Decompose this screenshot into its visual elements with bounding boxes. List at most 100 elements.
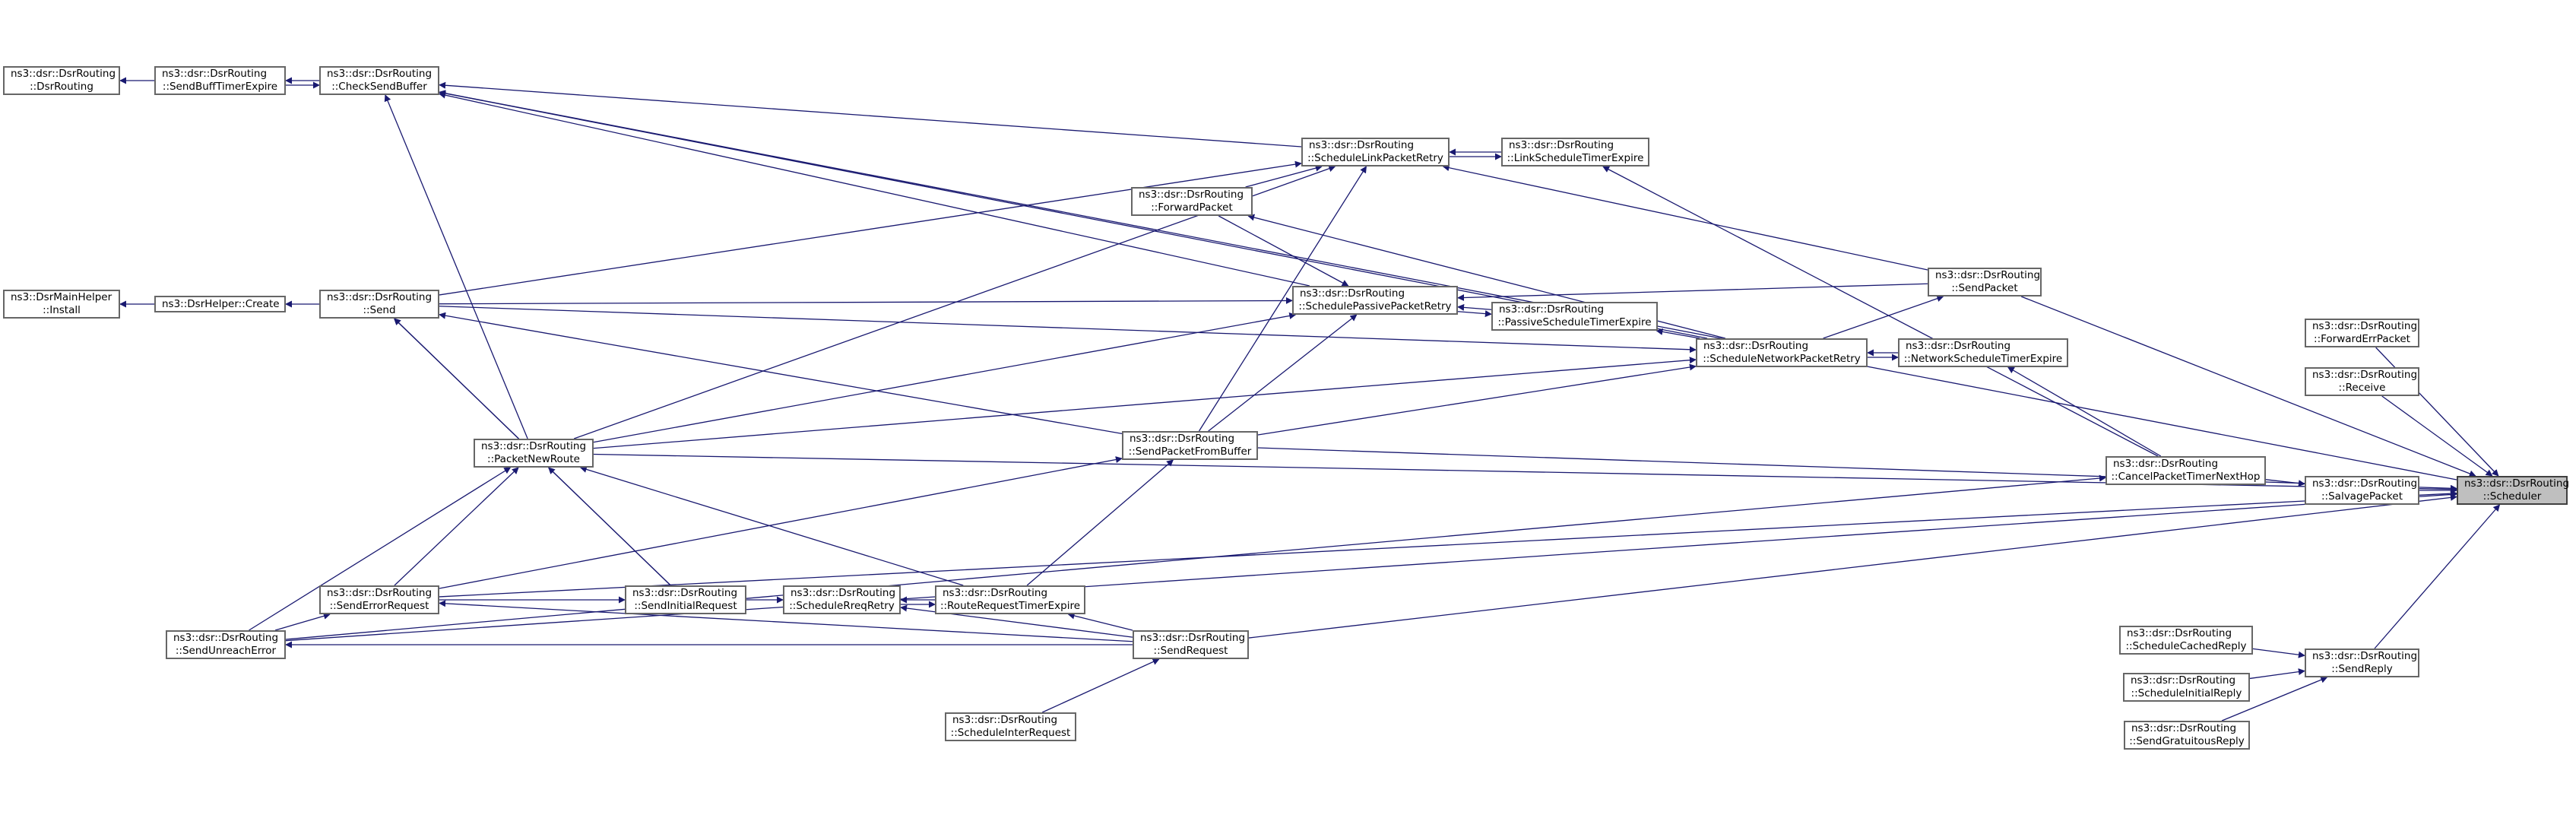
node-class-label: ns3::dsr::DsrRouting	[2312, 320, 2418, 332]
node-method-label: ::SendRequest	[1153, 645, 1228, 657]
node-class-label: ns3::dsr::DsrRouting	[1140, 632, 1246, 644]
node-forwarderrpacket[interactable]: ns3::dsr::DsrRouting ::ForwardErrPacket	[2305, 319, 2419, 347]
edge-schedulenetworkpacketretry-to-checksendbuffer	[439, 90, 1708, 339]
node-class-label: ns3::dsr::DsrRouting	[2312, 650, 2418, 662]
node-method-label: ::SalvagePacket	[2321, 490, 2403, 503]
node-method-label: ::ScheduleNetworkPacketRetry	[1703, 353, 1861, 365]
node-create[interactable]: ns3::DsrHelper::Create	[154, 296, 286, 312]
edge-senderrorrequest-to-scheduler	[439, 490, 2457, 598]
node-method-label: ::RouteRequestTimerExpire	[939, 600, 1081, 612]
node-class-label: ns3::dsr::DsrRouting	[2464, 477, 2570, 490]
edge-schedulecachedreply-to-sendreply	[2252, 648, 2305, 658]
edge-sendgratuitousreply-to-sendreply	[2221, 676, 2328, 721]
node-passivescheduletimerexpire[interactable]: ns3::dsr::DsrRouting ::PassiveScheduleTi…	[1491, 302, 1658, 331]
node-method-label: ::Receive	[2338, 382, 2386, 394]
node-schedulepassivepacketretry[interactable]: ns3::dsr::DsrRouting ::SchedulePassivePa…	[1292, 286, 1458, 315]
node-schedulelinkpacketretry[interactable]: ns3::dsr::DsrRouting ::ScheduleLinkPacke…	[1301, 138, 1450, 166]
node-dsrrouting[interactable]: ns3::dsr::DsrRouting ::DsrRouting	[3, 66, 120, 95]
edge-sendpacketfrombuffer-to-scheduler	[1257, 447, 2457, 492]
node-method-label: ::SendPacketFromBuffer	[1128, 446, 1252, 458]
edge-sendrequest-to-routerequesttimerexpire	[1067, 612, 1133, 631]
edge-sendpacketfrombuffer-to-schedulepassivepacketretry	[1208, 314, 1358, 432]
node-method-label: ::Scheduler	[2483, 490, 2542, 503]
node-routerequesttimerexpire[interactable]: ns3::dsr::DsrRouting ::RouteRequestTimer…	[935, 585, 1085, 614]
node-sendbufftimerexpire[interactable]: ns3::dsr::DsrRouting ::SendBuffTimerExpi…	[154, 66, 286, 95]
node-linkscheduletimerexpire[interactable]: ns3::dsr::DsrRouting ::LinkScheduleTimer…	[1501, 138, 1649, 166]
node-class-label: ns3::dsr::DsrRouting	[1906, 340, 2011, 352]
node-class-label: ns3::dsr::DsrRouting	[1139, 189, 1244, 201]
edge-sendpacket-to-schedulelinkpacketretry	[1442, 164, 1928, 271]
edge-senderrorrequest-to-packetnewroute	[394, 467, 519, 586]
edge-routerequesttimerexpire-to-sendpacketfrombuffer	[1026, 459, 1174, 586]
node-networkscheduletimerexpire[interactable]: ns3::dsr::DsrRouting ::NetworkScheduleTi…	[1898, 338, 2068, 367]
node-packetnewroute[interactable]: ns3::dsr::DsrRouting ::PacketNewRoute	[474, 439, 594, 468]
node-sendpacketfrombuffer[interactable]: ns3::dsr::DsrRouting ::SendPacketFromBuf…	[1122, 431, 1258, 460]
edge-schedulenetworkpacketretry-to-passivescheduletimerexpire	[1656, 328, 1700, 339]
edge-packetnewroute-to-checksendbuffer	[384, 94, 528, 439]
edge-packetnewroute-to-schedulenetworkpacketretry	[593, 357, 1697, 449]
node-method-label: ::ForwardErrPacket	[2314, 333, 2410, 345]
edge-sendunreacherror-to-packetnewroute	[249, 467, 512, 631]
node-sendreply[interactable]: ns3::dsr::DsrRouting ::SendReply	[2305, 649, 2419, 677]
node-method-label: ::SendBuffTimerExpire	[162, 81, 278, 93]
node-method-label: ::DsrRouting	[30, 81, 93, 93]
edge-schedulelinkpacketretry-to-checksendbuffer	[439, 81, 1302, 147]
node-class-label: ns3::dsr::DsrRouting	[943, 587, 1048, 599]
node-method-label: ::ForwardPacket	[1151, 201, 1233, 214]
edge-sendrequest-to-scheduler	[1248, 493, 2457, 639]
edge-receive-to-scheduler	[2381, 395, 2493, 477]
node-sendinitialrequest[interactable]: ns3::dsr::DsrRouting ::SendInitialReques…	[625, 585, 746, 614]
edge-send-to-schedulenetworkpacketretry	[439, 306, 1697, 354]
node-method-label: ::PacketNewRoute	[487, 453, 580, 465]
node-class-label: ns3::dsr::DsrRouting	[481, 440, 587, 452]
node-cancelpackettimernexthop[interactable]: ns3::dsr::DsrRouting ::CancelPacketTimer…	[2105, 456, 2266, 485]
node-send[interactable]: ns3::dsr::DsrRouting ::Send	[319, 290, 439, 319]
node-method-label: ::SendErrorRequest	[329, 600, 429, 612]
node-method-label: ::ScheduleLinkPacketRetry	[1307, 152, 1443, 164]
node-schedulenetworkpacketretry[interactable]: ns3::dsr::DsrRouting ::ScheduleNetworkPa…	[1696, 338, 1868, 367]
node-class-label: ns3::dsr::DsrRouting	[2131, 674, 2236, 687]
edge-schedulenetworkpacketretry-to-sendpacket	[1823, 295, 1944, 339]
node-class-label: ns3::dsr::DsrRouting	[1300, 287, 1405, 300]
node-method-label: ::LinkScheduleTimerExpire	[1507, 152, 1644, 164]
node-senderrorrequest[interactable]: ns3::dsr::DsrRouting ::SendErrorRequest	[319, 585, 439, 614]
node-class-label: ns3::dsr::DsrRouting	[1703, 340, 1809, 352]
node-scheduleinterrequest[interactable]: ns3::dsr::DsrRouting ::ScheduleInterRequ…	[945, 712, 1076, 741]
edge-forwardpacket-to-schedulelinkpacketretry	[1245, 164, 1323, 188]
node-checksendbuffer[interactable]: ns3::dsr::DsrRouting ::CheckSendBuffer	[319, 66, 439, 95]
edge-sendpacket-to-schedulepassivepacketretry	[1457, 283, 1928, 301]
node-method-label: ::SendGratuitousReply	[2129, 735, 2245, 747]
node-class-label: ns3::dsr::DsrRouting	[2113, 458, 2219, 470]
node-sendunreacherror[interactable]: ns3::dsr::DsrRouting ::SendUnreachError	[166, 630, 286, 659]
node-forwardpacket[interactable]: ns3::dsr::DsrRouting ::ForwardPacket	[1131, 187, 1253, 216]
edge-sendrequest-to-senderrorrequest	[439, 600, 1133, 642]
node-salvagepacket[interactable]: ns3::dsr::DsrRouting ::SalvagePacket	[2305, 476, 2419, 505]
node-class-label: ns3::dsr::DsrRouting	[952, 714, 1058, 726]
node-class-label: ns3::dsr::DsrRouting	[2312, 369, 2418, 381]
node-method-label: ::SendPacket	[1951, 282, 2018, 294]
node-class-label: ns3::dsr::DsrRouting	[162, 68, 268, 80]
node-class-label: ns3::dsr::DsrRouting	[2127, 627, 2232, 639]
node-class-label: ns3::dsr::DsrRouting	[1499, 303, 1605, 316]
edge-cancelpackettimernexthop-to-linkscheduletimerexpire	[1602, 166, 2159, 457]
edge-send-to-schedulepassivepacketretry	[439, 297, 1293, 305]
edge-send-to-schedulelinkpacketretry	[439, 160, 1302, 296]
node-method-label: ::ScheduleInterRequest	[950, 727, 1071, 739]
node-method-label: ::SchedulePassivePacketRetry	[1298, 300, 1452, 312]
node-sendrequest[interactable]: ns3::dsr::DsrRouting ::SendRequest	[1133, 630, 1249, 659]
edge-passivescheduletimerexpire-to-schedulepassivepacketretry	[1457, 303, 1492, 311]
node-class-label: ns3::dsr::DsrRouting	[1309, 139, 1415, 151]
node-schedulerreqretry[interactable]: ns3::dsr::DsrRouting ::ScheduleRreqRetry	[783, 585, 901, 614]
node-class-label: ns3::dsr::DsrRouting	[327, 291, 433, 303]
node-method-label: ::Send	[363, 304, 396, 316]
node-method-label: ::Install	[43, 304, 81, 316]
node-class-label: ns3::dsr::DsrRouting	[1130, 433, 1235, 445]
node-sendgratuitousreply[interactable]: ns3::dsr::DsrRouting ::SendGratuitousRep…	[2124, 721, 2250, 750]
node-receive[interactable]: ns3::dsr::DsrRouting ::Receive	[2305, 367, 2419, 396]
node-class-label: ns3::dsr::DsrRouting	[2312, 477, 2418, 490]
node-scheduler: ns3::dsr::DsrRouting ::Scheduler	[2457, 476, 2570, 505]
node-scheduleinitialreply[interactable]: ns3::dsr::DsrRouting ::ScheduleInitialRe…	[2123, 673, 2250, 702]
node-install[interactable]: ns3::DsrMainHelper ::Install	[3, 290, 120, 319]
node-sendpacket[interactable]: ns3::dsr::DsrRouting ::SendPacket	[1928, 268, 2042, 297]
node-schedulecachedreply[interactable]: ns3::dsr::DsrRouting ::ScheduleCachedRep…	[2119, 626, 2253, 655]
